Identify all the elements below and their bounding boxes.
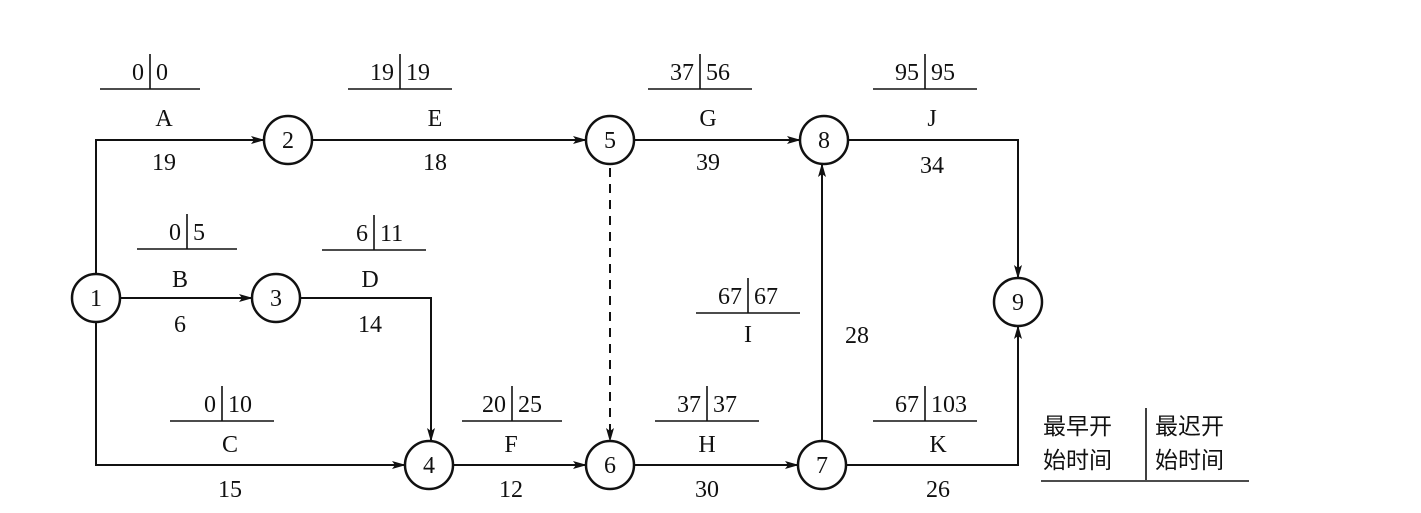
latest-start-f: 25 [518,392,542,418]
node-circle-2 [262,114,314,166]
legend-left-line1: 最早开 [1043,414,1112,440]
earliest-start-a: 0 [132,60,144,86]
node-4: 4 [403,439,455,491]
node-label-2: 2 [282,128,294,154]
activity-duration-b: 6 [174,312,186,338]
latest-start-e: 19 [406,60,430,86]
node-circle-9 [992,276,1044,328]
earliest-start-j: 95 [895,60,919,86]
activity-duration-j: 34 [920,153,944,179]
node-7: 7 [796,439,848,491]
activity-duration-d: 14 [358,312,382,338]
activity-arrow-k [846,325,1022,466]
legend: 最早开 始时间 最迟开 始时间 [1041,408,1249,482]
activity-name-c: C [222,432,238,458]
latest-start-j: 95 [931,60,955,86]
node-1: 1 [70,272,122,324]
node-label-4: 4 [423,453,435,479]
node-9: 9 [992,276,1044,328]
activity-name-d: D [361,267,378,293]
activity-name-g: G [699,106,716,132]
node-circle-4 [403,439,455,491]
latest-start-g: 56 [706,60,730,86]
node-label-6: 6 [604,453,616,479]
earliest-start-h: 37 [677,392,701,418]
node-circle-6 [584,439,636,491]
node-6: 6 [584,439,636,491]
legend-right-line1: 最迟开 [1155,414,1224,440]
activity-duration-c: 15 [218,477,242,503]
activity-duration-a: 19 [152,150,176,176]
node-5: 5 [584,114,636,166]
activity-duration-f: 12 [499,477,523,503]
earliest-start-b: 0 [169,220,181,246]
node-label-5: 5 [604,128,616,154]
node-circle-5 [584,114,636,166]
node-8: 8 [798,114,850,166]
activity-arrow-j [848,139,1022,279]
activity-duration-g: 39 [696,150,720,176]
node-circle-1 [70,272,122,324]
activity-name-k: K [929,432,947,458]
activity-duration-k: 26 [926,477,950,503]
node-label-8: 8 [818,128,830,154]
activity-name-j: J [927,106,936,132]
earliest-start-c: 0 [204,392,216,418]
node-2: 2 [262,114,314,166]
node-circle-8 [798,114,850,166]
activity-arrow-d [300,297,435,442]
latest-start-c: 10 [228,392,252,418]
node-circle-3 [250,272,302,324]
node-label-1: 1 [90,286,102,312]
earliest-start-i: 67 [718,284,742,310]
latest-start-k: 103 [931,392,967,418]
activity-name-f: F [504,432,517,458]
activity-name-i: I [744,322,752,348]
activity-duration-i: 28 [845,323,869,349]
legend-left-line2: 始时间 [1043,448,1112,474]
activity-name-b: B [172,267,188,293]
node-circle-7 [796,439,848,491]
node-label-3: 3 [270,286,282,312]
latest-start-h: 37 [713,392,737,418]
activity-name-h: H [698,432,715,458]
latest-start-d: 11 [380,221,403,247]
latest-start-a: 0 [156,60,168,86]
activity-duration-e: 18 [423,150,447,176]
latest-start-b: 5 [193,220,205,246]
node-label-7: 7 [816,453,828,479]
activity-arrow-c [95,322,406,469]
earliest-start-k: 67 [895,392,919,418]
earliest-start-g: 37 [670,60,694,86]
activity-name-a: A [155,106,173,132]
node-3: 3 [250,272,302,324]
earliest-start-f: 20 [482,392,506,418]
latest-start-i: 67 [754,284,778,310]
earliest-start-d: 6 [356,221,368,247]
legend-right-line2: 始时间 [1155,448,1224,474]
activity-duration-h: 30 [695,477,719,503]
node-label-9: 9 [1012,290,1024,316]
earliest-start-e: 19 [370,60,394,86]
edges-layer [95,136,1022,469]
activity-arrow-a [95,136,265,274]
activity-name-e: E [428,106,443,132]
